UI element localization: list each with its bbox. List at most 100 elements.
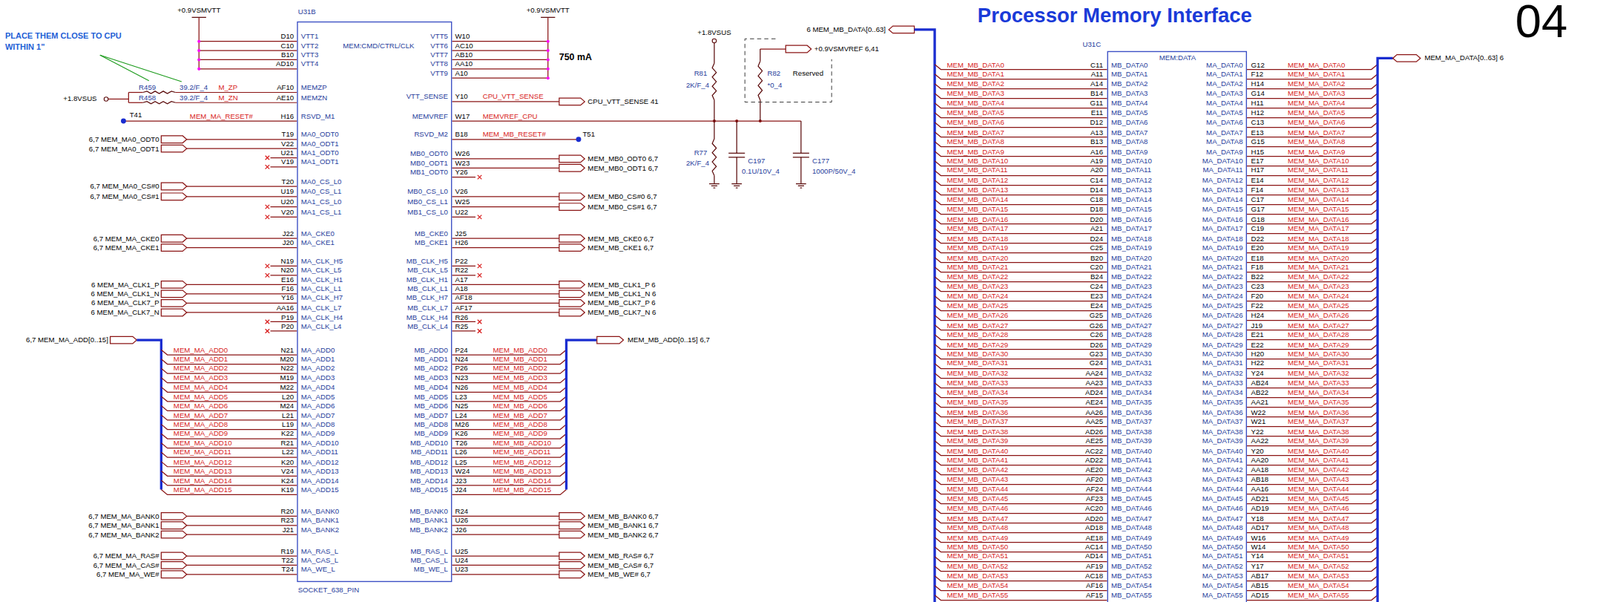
- net-label: MEM_MA_DATA15: [1287, 205, 1350, 214]
- pin-name: MA_DATA3: [1206, 89, 1243, 98]
- pin-number: AD24: [1085, 388, 1104, 397]
- part-label: R459: [138, 83, 156, 92]
- net-label: MEM_MA_DATA32: [1287, 369, 1350, 378]
- pin-name: MA_DATA49: [1202, 533, 1244, 542]
- no-connect-mark: [265, 272, 271, 278]
- net-label: MEM_MA_DATA29: [1287, 340, 1350, 349]
- no-connect-mark: [265, 204, 271, 210]
- pin-number: H26: [455, 238, 469, 248]
- schematic-wire: [451, 238, 559, 239]
- pin-name: MB_ADD14: [410, 476, 449, 485]
- net-label: MEM_MB_DATA32: [947, 369, 1009, 378]
- power-rail-label: +1.8VSUS: [697, 28, 731, 38]
- pin-name: MA0_CS_L0: [301, 177, 342, 186]
- pin-name: MB_RAS_L: [410, 546, 449, 555]
- pin-name: MA_DATA7: [1206, 128, 1243, 137]
- pin-number: AD22: [1085, 456, 1104, 465]
- pin-number: AB10: [455, 51, 474, 60]
- part-value: 0.1U/10V_4: [741, 167, 780, 176]
- reserved-note: Reserved: [792, 69, 824, 78]
- off-page-connector: [559, 192, 585, 201]
- pin-name: MB_DATA46: [1111, 504, 1152, 513]
- off-page-connector: [559, 163, 585, 172]
- pin-number: A20: [1090, 166, 1104, 176]
- pin-number: Y10: [455, 92, 469, 101]
- off-page-connector: [559, 570, 585, 578]
- pin-name: MA_DATA39: [1202, 436, 1244, 446]
- pin-number: K19: [281, 485, 294, 495]
- schematic-wire: [451, 302, 559, 304]
- pin-name: MA_DATA29: [1202, 340, 1244, 349]
- pin-number: E13: [1251, 128, 1264, 137]
- pin-number: D26: [1089, 340, 1104, 349]
- off-page-connector: [559, 155, 585, 163]
- pin-name: VTT2: [301, 41, 319, 50]
- off-page-connector: [559, 281, 585, 289]
- pin-number: AA16: [1251, 485, 1270, 494]
- pin-name: MA_DATA26: [1202, 311, 1244, 320]
- schematic-wire: [270, 274, 298, 276]
- net-label: MEM_MB_ADD15: [492, 485, 552, 495]
- pin-number: C26: [1089, 330, 1104, 339]
- pin-number: B20: [1090, 253, 1104, 262]
- pin-number: N24: [455, 355, 469, 364]
- page-number: 04: [1515, 0, 1568, 44]
- schematic-wire: [451, 554, 559, 556]
- schematic-wire: [270, 216, 298, 218]
- pin-number: M22: [279, 383, 294, 392]
- ground-symbol: [795, 183, 807, 184]
- off-page-net: MEM_MA_DATA[0..63] 6: [1424, 54, 1504, 63]
- net-label: MEM_MB_DATA30: [947, 350, 1009, 359]
- net-label: MEM_MB_DATA43: [947, 475, 1009, 484]
- pin-name: MA1_ODT1: [301, 157, 339, 167]
- net-label: MEM_MB_DATA51: [947, 552, 1009, 561]
- pin-name: MB_CLK_H1: [406, 275, 449, 285]
- no-connect-mark: [477, 328, 483, 334]
- net-label: MEM_MA_DATA46: [1287, 504, 1350, 513]
- no-connect-mark: [477, 328, 483, 334]
- bus-line: [136, 339, 161, 489]
- schematic-wire: [451, 564, 559, 566]
- off-page-connector: [160, 530, 187, 538]
- pin-name: MB_DATA50: [1111, 542, 1152, 552]
- pin-number: A19: [1090, 157, 1104, 166]
- pin-name: MB0_ODT1: [410, 159, 449, 168]
- pin-name: MA_DATA28: [1202, 330, 1244, 339]
- net-label: MEM_MB_DATA15: [947, 205, 1009, 214]
- pin-number: J23: [455, 476, 468, 485]
- pin-number: W17: [455, 112, 471, 121]
- schematic-wire: [186, 148, 298, 150]
- junction-dot: [546, 76, 550, 80]
- pin-name: MB_ADD13: [410, 467, 449, 476]
- off-page-connector: [559, 299, 585, 308]
- schematic-wire: [186, 573, 298, 575]
- pin-name: MB_DATA11: [1111, 166, 1152, 176]
- pin-name: MB_ADD8: [413, 420, 449, 429]
- pin-number: R20: [281, 507, 295, 516]
- part-value: 2K/F_4: [686, 159, 710, 168]
- no-connect-mark: [265, 155, 271, 161]
- pin-number: U20: [281, 198, 295, 207]
- pin-number: Y16: [281, 294, 294, 303]
- pin-name: MB_DATA54: [1111, 581, 1152, 590]
- pin-number: N25: [455, 402, 469, 411]
- pin-name: VTT3: [301, 51, 319, 60]
- pin-name: MB_ADD5: [413, 392, 449, 401]
- pin-name: MB_DATA27: [1111, 321, 1152, 330]
- net-label: MEM_MA_DATA12: [1287, 176, 1350, 185]
- component-lead: [713, 175, 715, 184]
- net-label: MEM_MB_DATA22: [947, 272, 1009, 282]
- off-page-connector: [1393, 54, 1421, 63]
- net-label: MEM_MA_DATA19: [1287, 244, 1350, 253]
- bus-line: [914, 29, 936, 602]
- resistor-symbol: [712, 63, 717, 101]
- net-label: MEM_MA_DATA21: [1287, 263, 1350, 272]
- pin-name: MB_ADD3: [413, 373, 449, 383]
- pin-name: MA_CLK_L4: [301, 321, 342, 331]
- net-label: MEM_MB_ADD14: [492, 476, 552, 485]
- pin-number: N23: [455, 373, 469, 383]
- net-label: MEM_MA_DATA44: [1287, 485, 1350, 494]
- pin-name: MA_ADD15: [301, 485, 339, 495]
- pin-number: A13: [1090, 128, 1104, 137]
- pin-name: MB_DATA23: [1111, 282, 1152, 291]
